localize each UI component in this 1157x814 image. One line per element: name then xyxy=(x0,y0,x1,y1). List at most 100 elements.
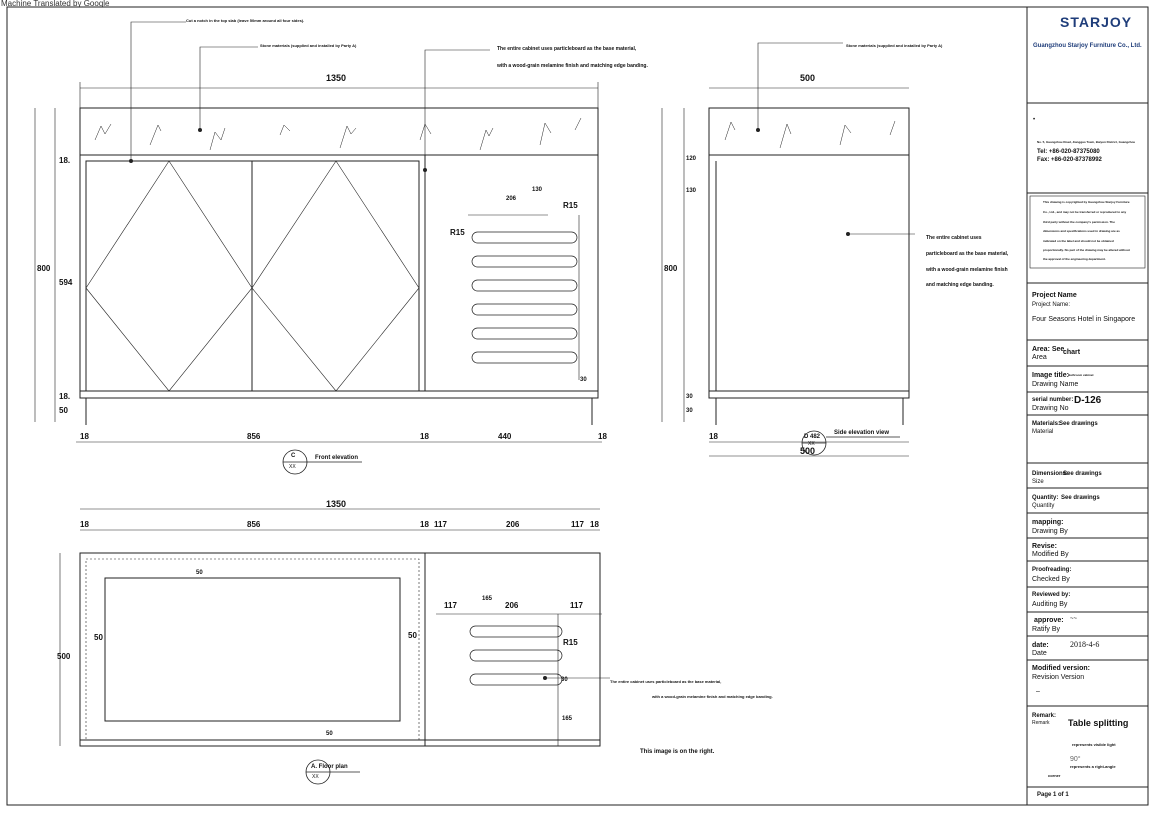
note-base-side-3: with a wood-grain melamine finish xyxy=(926,267,1008,273)
dim-plan-depth: 500 xyxy=(57,652,71,661)
image-label: Image title: xyxy=(1032,372,1069,379)
front-title: Front elevation xyxy=(315,455,359,461)
dim-side-width-top: 500 xyxy=(800,73,816,83)
legend-line-2: represents a right-angle xyxy=(1070,764,1116,769)
serial-label: serial number: xyxy=(1032,397,1074,403)
dim-plan-in50-right: 50 xyxy=(408,631,417,640)
image-value: Bathroom cabinet xyxy=(1068,373,1094,377)
dimensions-value: See drawings xyxy=(1063,471,1102,477)
dim-plan-w117b: 117 xyxy=(571,520,584,529)
dim-side-18: 18 xyxy=(709,432,718,441)
modver-value: – xyxy=(1036,688,1040,695)
proof-label: Proofreading: xyxy=(1032,567,1072,573)
note-notch: Cut a notch in the top slab (leave 50mm … xyxy=(186,18,305,23)
leader-lines xyxy=(130,21,915,679)
dim-plan-w206: 206 xyxy=(506,520,520,529)
note-base-front-2: with a wood-grain melamine finish and ma… xyxy=(497,63,648,69)
plan-marker-bottom: XX xyxy=(312,774,319,780)
dim-plan-s165a: 165 xyxy=(482,596,493,602)
front-marker-bottom: XX xyxy=(289,464,296,470)
date-value: 2018-4-6 xyxy=(1070,640,1100,649)
revise-sub: Modified By xyxy=(1032,551,1069,558)
dim-plan-w856: 856 xyxy=(247,520,261,529)
approve-value: ~~ xyxy=(1070,616,1078,622)
modver-label: Modified version: xyxy=(1032,665,1090,672)
dim-side-130: 130 xyxy=(686,188,697,194)
copyright-line-1: This drawing is copyrighted by Guangzhou… xyxy=(1043,200,1130,204)
copyright-line-7: the approval of the engineering departme… xyxy=(1043,257,1106,261)
company-logo: STARJOY xyxy=(1060,14,1133,30)
serial-sub: Drawing No xyxy=(1032,405,1069,412)
dimensions-sub: Size xyxy=(1032,479,1044,485)
area-label: Area: See xyxy=(1032,346,1065,353)
side-marker-top: D 482 xyxy=(804,434,821,440)
dim-front-w18c: 18 xyxy=(598,432,607,441)
materials-sub: Material xyxy=(1032,429,1054,435)
quantity-value: See drawings xyxy=(1061,495,1100,501)
company-tel: Tel: +86-020-87375080 xyxy=(1037,149,1100,155)
dim-front-w856: 856 xyxy=(247,432,261,441)
dim-front-bot-18: 18. xyxy=(59,392,71,401)
area-value: chart xyxy=(1063,349,1081,356)
company-address: No. 5, Guangzhou Road, Jianggao Town, Ba… xyxy=(1037,140,1136,144)
dim-front-slot-top: 130 xyxy=(532,187,543,193)
watermark: Machine Translated by Google xyxy=(1,0,110,8)
remark-value: Table splitting xyxy=(1068,718,1129,728)
legend-line-1: represents visible light xyxy=(1072,742,1116,747)
dim-plan-w18c: 18 xyxy=(590,520,599,529)
side-elevation-drawing xyxy=(661,87,910,457)
plan-title: A. Floor plan xyxy=(311,764,348,770)
project-sub: Project Name: xyxy=(1032,302,1071,308)
dim-front-w440: 440 xyxy=(498,432,512,441)
quantity-sub: Quantity xyxy=(1032,503,1055,509)
serial-value: D-126 xyxy=(1074,395,1102,406)
copyright-line-4: dimensions and specifications used in dr… xyxy=(1043,229,1120,233)
dim-side-height: 800 xyxy=(664,264,678,273)
dim-front-w18a: 18 xyxy=(80,432,89,441)
dim-plan-width: 1350 xyxy=(326,499,347,509)
company-fax: Fax: +86-020-87378992 xyxy=(1037,157,1102,163)
area-sub: Area xyxy=(1032,354,1047,361)
copyright-line-5: indicated on the label and should not be… xyxy=(1043,239,1114,243)
legend-line-3: corner xyxy=(1048,773,1061,778)
dim-plan-r15: R15 xyxy=(563,638,578,647)
dim-plan-w18a: 18 xyxy=(80,520,89,529)
dim-plan-in50-top: 50 xyxy=(196,570,203,576)
sheet-border xyxy=(6,6,1149,806)
tb-bullet: • xyxy=(1033,117,1036,123)
copyright-line-2: Co., Ltd., and may not be transferred or… xyxy=(1043,210,1127,214)
materials-value: See drawings xyxy=(1059,421,1098,427)
company-name: Guangzhou Starjoy Furniture Co., Ltd. xyxy=(1033,43,1142,49)
note-base-side-4: and matching edge banding. xyxy=(926,282,994,288)
dim-plan-s117b: 117 xyxy=(570,601,583,610)
modver-sub: Revision Version xyxy=(1032,674,1085,681)
project-label: Project Name xyxy=(1032,292,1077,299)
dim-plan-w18b: 18 xyxy=(420,520,429,529)
dim-plan-in50-bottom: 50 xyxy=(326,731,333,737)
side-title: Side elevation view xyxy=(834,430,890,436)
remark-sub: Remark xyxy=(1032,720,1050,726)
materials-label: Materials: xyxy=(1032,421,1061,427)
dim-front-height: 800 xyxy=(37,264,51,273)
remark-label: Remark: xyxy=(1032,713,1057,719)
dim-plan-s117a: 117 xyxy=(444,601,457,610)
dim-front-r-right: R15 xyxy=(563,201,578,210)
dim-front-top-18: 18. xyxy=(59,156,71,165)
note-stone-side: Stone materials (supplied and installed … xyxy=(846,43,943,48)
date-label: date: xyxy=(1032,642,1049,649)
note-base-plan-1: The entire cabinet uses particleboard as… xyxy=(610,679,722,684)
dim-plan-s30: 30 xyxy=(561,677,568,683)
dim-front-slot-w: 206 xyxy=(506,196,517,202)
note-base-plan-2: with a wood-grain melamine finish and ma… xyxy=(652,694,773,699)
dim-plan-s206: 206 xyxy=(505,601,519,610)
dim-front-w18b: 18 xyxy=(420,432,429,441)
quantity-label: Quantity: xyxy=(1032,495,1059,501)
project-value: Four Seasons Hotel in Singapore xyxy=(1032,316,1136,323)
dim-front-slot-bottom: 30 xyxy=(580,377,587,383)
dim-side-30b: 30 xyxy=(686,408,693,414)
dim-front-width: 1350 xyxy=(326,73,347,83)
copyright-line-3: third party without the company's permis… xyxy=(1043,220,1115,224)
note-right: This image is on the right. xyxy=(640,749,715,755)
front-marker-top: C xyxy=(291,453,296,459)
dim-front-base-50: 50 xyxy=(59,406,68,415)
